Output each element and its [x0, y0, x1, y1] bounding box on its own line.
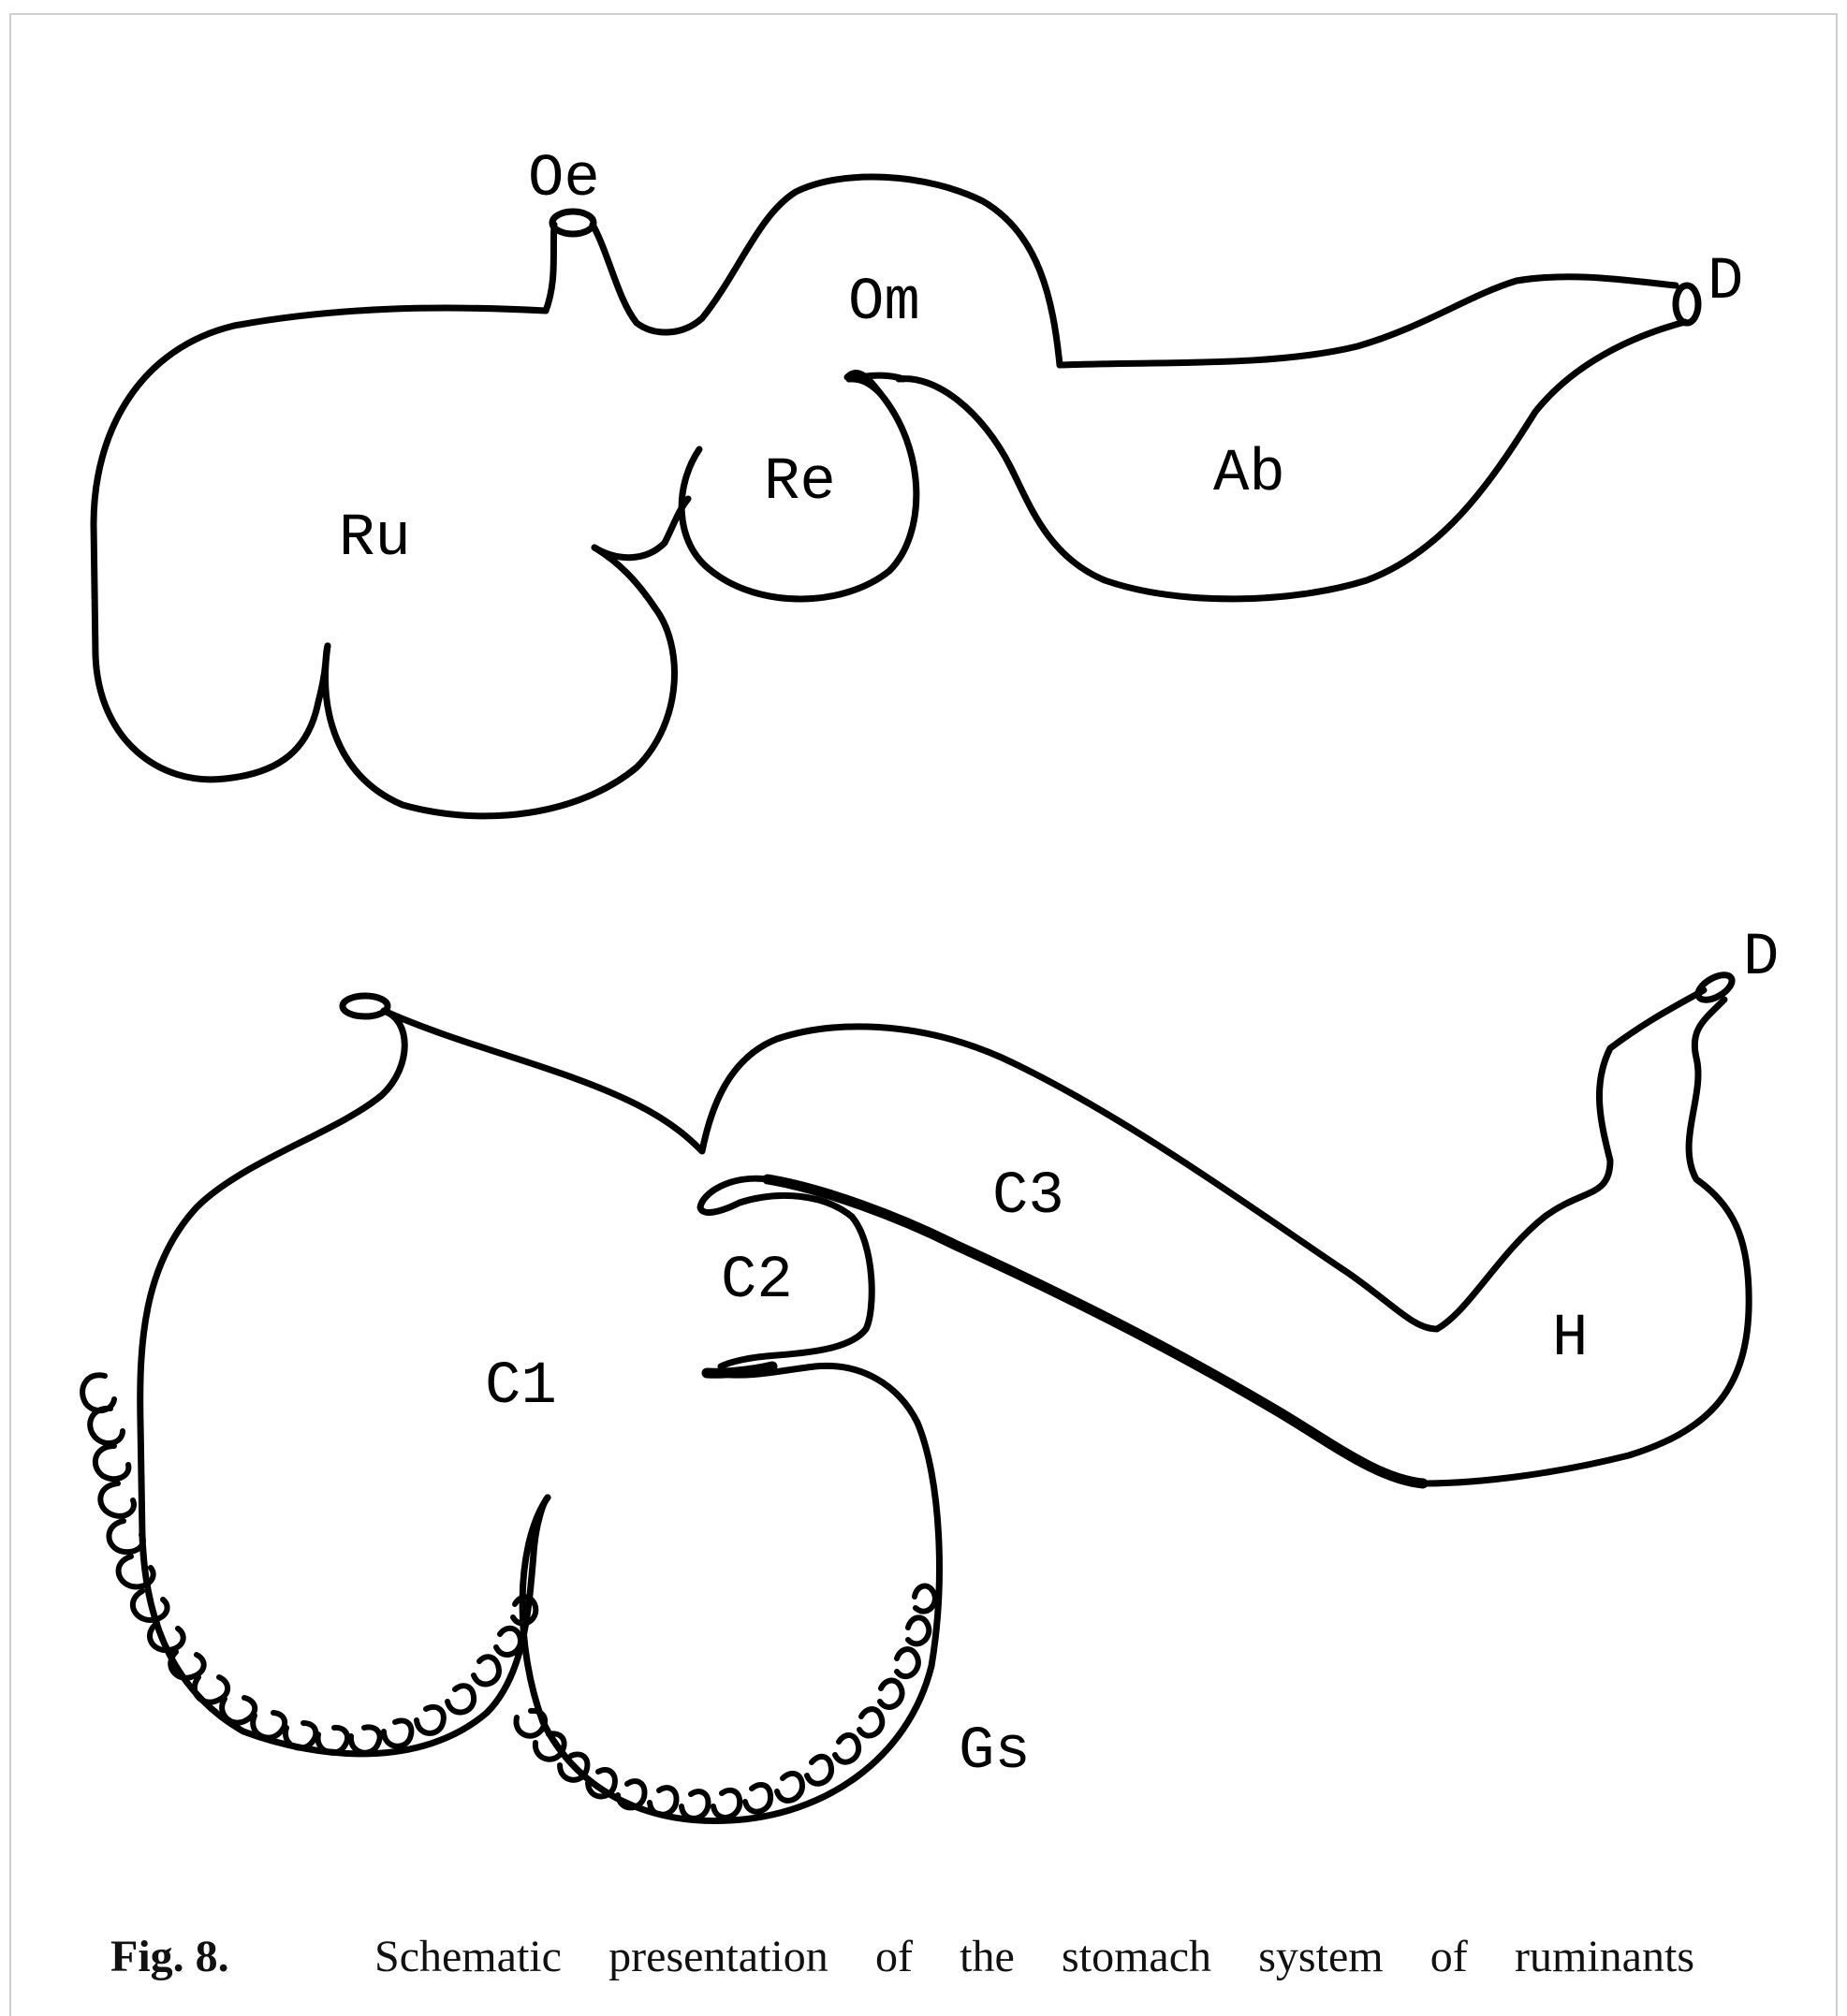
caption-label: Fig. 8. — [110, 1932, 229, 1981]
c2-outline — [696, 1175, 875, 1370]
c1-c2-fold — [701, 1361, 778, 1379]
omasum-abomasum-top — [1056, 273, 1679, 369]
label-abomasum: Ab — [1213, 441, 1285, 508]
label-omasum: Om — [848, 270, 920, 337]
oesophagus-tube — [542, 221, 558, 314]
abomasum-outline — [895, 318, 1689, 603]
caption-text: Schematic presentation of the stomach sy… — [374, 1932, 1694, 1981]
c1-c3-top — [380, 986, 1708, 1333]
rumen-reticulum-fold — [591, 495, 692, 562]
c1-lower-lobe — [519, 1362, 943, 1825]
c3-lower-edge — [762, 1174, 1429, 1489]
duodenum-opening-top — [1672, 282, 1702, 327]
label-oesophagus: Oe — [528, 146, 600, 213]
ruminant-stomach: Oe Om D Re Ru Ab — [90, 146, 1743, 820]
label-hindstomach: H — [1552, 1306, 1588, 1373]
camelid-oesophagus-opening — [339, 992, 391, 1020]
label-c1: C1 — [485, 1353, 557, 1421]
reticulum-omasum-fold — [845, 375, 884, 397]
oesophagus-right — [589, 173, 1063, 369]
hindstomach-outline — [1419, 996, 1752, 1487]
rumen-outline — [90, 304, 550, 783]
label-c3: C3 — [992, 1163, 1064, 1231]
glandular-sacs-left — [80, 1372, 539, 1756]
label-duodenum-top: D — [1708, 249, 1743, 316]
camelid-stomach: D C3 C2 C1 H Gs — [80, 925, 1779, 1825]
label-reticulum: Re — [764, 449, 836, 517]
duodenum-opening-bottom — [1694, 971, 1736, 1003]
label-duodenum-bottom: D — [1743, 925, 1779, 992]
figure-frame — [9, 13, 1838, 2016]
oesophagus-opening — [549, 208, 597, 238]
label-glandular-sacs: Gs — [959, 1718, 1031, 1786]
glandular-sacs-right — [513, 1583, 938, 1821]
label-rumen: Ru — [339, 505, 411, 573]
label-c2: C2 — [721, 1248, 793, 1315]
rumen-lower-lobe — [322, 544, 678, 820]
